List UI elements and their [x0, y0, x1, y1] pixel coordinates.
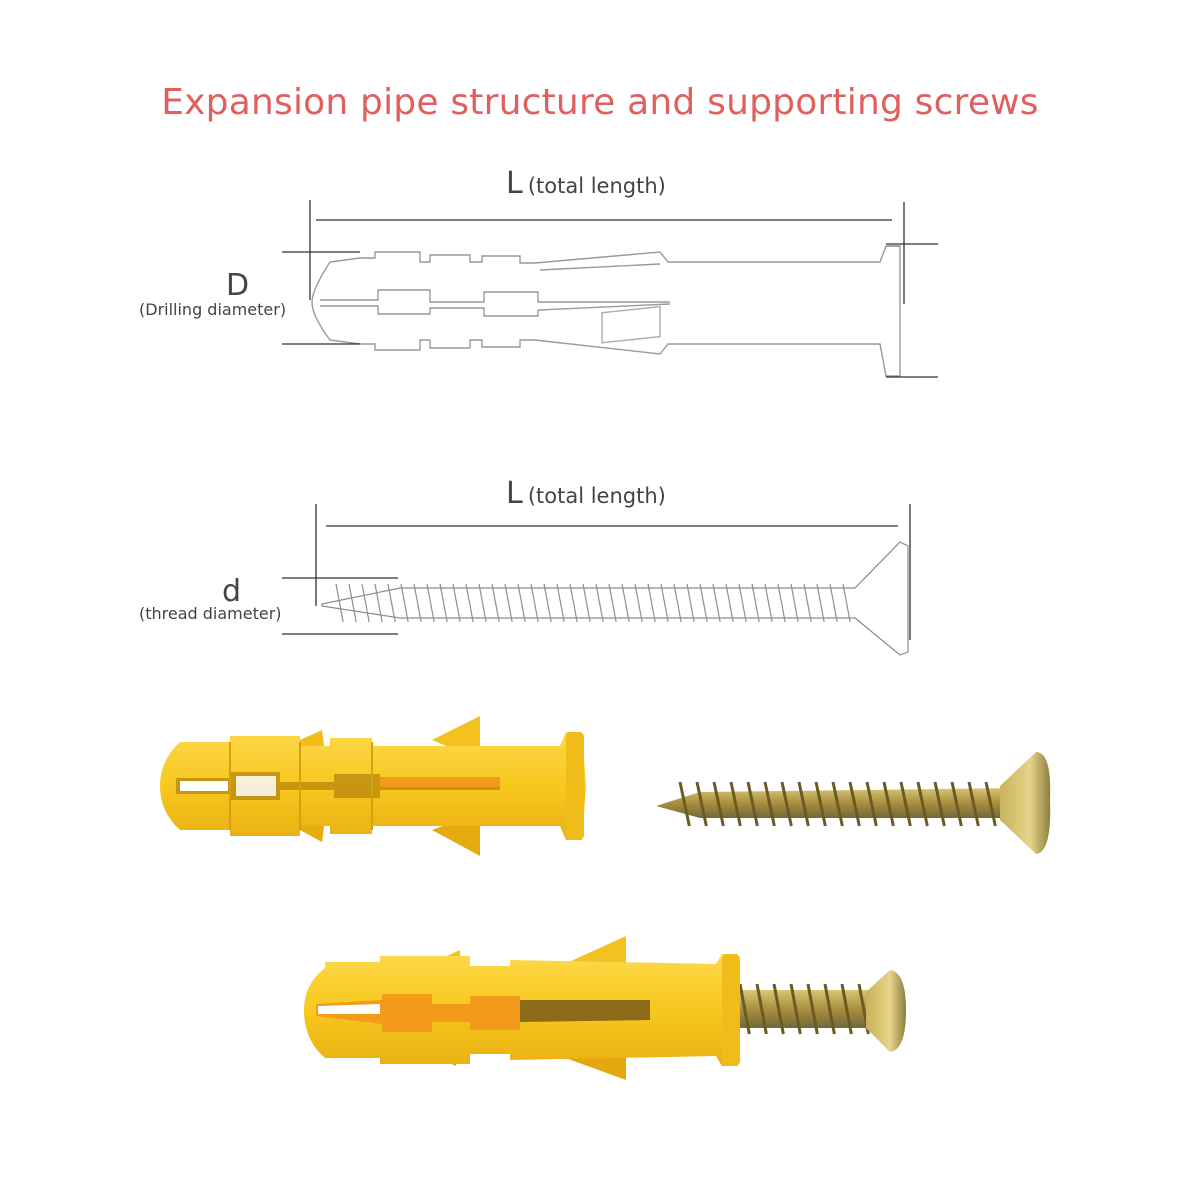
thread-line [746, 781, 759, 827]
thread-line [933, 781, 946, 827]
screw-diameter-symbol: d [222, 574, 242, 609]
screw-diameter-caption: (thread diameter) [139, 604, 282, 623]
thread-line [780, 781, 793, 827]
thread-line [725, 583, 734, 623]
thread-line [882, 781, 895, 827]
screw-length-symbol: L [506, 476, 523, 511]
thread-line [751, 583, 760, 623]
anchor-length-caption: (total length) [527, 174, 666, 198]
thread-line [806, 983, 819, 1035]
thread-line [865, 781, 878, 827]
thread-line [967, 781, 980, 827]
thread-line [439, 583, 448, 623]
thread-line [517, 583, 526, 623]
anchor-diameter-symbol: D [226, 268, 250, 303]
thread-line [374, 583, 383, 623]
thread-line [916, 781, 929, 827]
thread-line [387, 583, 396, 623]
thread-line [335, 583, 344, 623]
thread-line [984, 781, 997, 827]
thread-line [738, 583, 747, 623]
anchor-length-label: L (total length) [506, 166, 666, 201]
thread-line [848, 781, 861, 827]
thread-line [829, 583, 838, 623]
thread-line [634, 583, 643, 623]
thread-line [790, 583, 799, 623]
thread-line [426, 583, 435, 623]
anchor-diameter-caption: (Drilling diameter) [139, 300, 287, 319]
page-title: Expansion pipe structure and supporting … [161, 82, 1039, 123]
thread-line [678, 781, 691, 827]
thread-line [797, 781, 810, 827]
thread-line [400, 583, 409, 623]
thread-line [695, 781, 708, 827]
thread-line [738, 983, 751, 1035]
anchor-length-symbol: L [506, 166, 523, 201]
thread-line [608, 583, 617, 623]
thread-line [831, 781, 844, 827]
thread-line [569, 583, 578, 623]
thread-line [823, 983, 836, 1035]
thread-line [899, 781, 912, 827]
thread-line [478, 583, 487, 623]
yellow-anchor [160, 716, 586, 856]
thread-line [361, 583, 370, 623]
thread-line [556, 583, 565, 623]
thread-line [814, 781, 827, 827]
thread-line [729, 781, 742, 827]
thread-line [530, 583, 539, 623]
screw-thread-lines [335, 583, 851, 623]
thread-line [842, 583, 851, 623]
thread-line [950, 781, 963, 827]
assembled-anchor-with-screw [304, 936, 906, 1080]
thread-line [686, 583, 695, 623]
thread-line [789, 983, 802, 1035]
thread-line [816, 583, 825, 623]
thread-line [348, 583, 357, 623]
anchor-outline-drawing [311, 245, 901, 377]
brass-screw [656, 752, 1051, 854]
thread-line [763, 781, 776, 827]
thread-line [452, 583, 461, 623]
thread-line [621, 583, 630, 623]
thread-line [543, 583, 552, 623]
thread-line [491, 583, 500, 623]
thread-line [699, 583, 708, 623]
thread-line [712, 583, 721, 623]
screw-length-label: L (total length) [506, 476, 666, 511]
thread-line [755, 983, 768, 1035]
thread-line [772, 983, 785, 1035]
screw-outline-drawing [321, 541, 909, 656]
screw-length-caption: (total length) [527, 484, 666, 508]
thread-line [777, 583, 786, 623]
thread-line [803, 583, 812, 623]
screw-dimension-lines [282, 504, 911, 640]
thread-line [840, 983, 853, 1035]
thread-line [647, 583, 656, 623]
thread-line [673, 583, 682, 623]
thread-line [660, 583, 669, 623]
thread-line [465, 583, 474, 623]
thread-line [582, 583, 591, 623]
anchor-dimension-lines [282, 200, 938, 378]
thread-line [504, 583, 513, 623]
thread-line [764, 583, 773, 623]
thread-line [712, 781, 725, 827]
thread-line [595, 583, 604, 623]
thread-line [413, 583, 422, 623]
